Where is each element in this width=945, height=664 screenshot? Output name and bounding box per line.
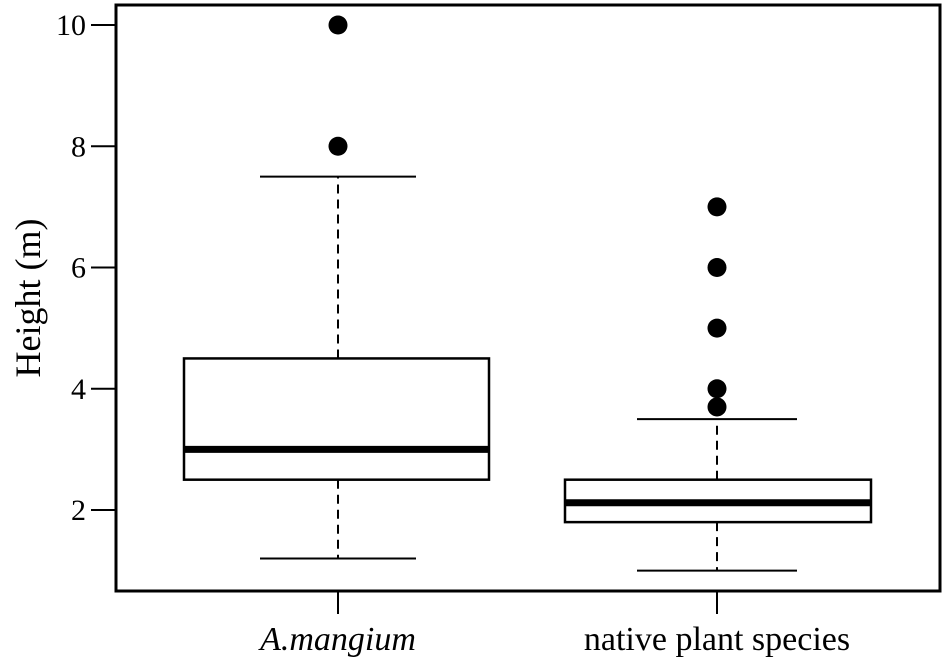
outlier-point bbox=[328, 15, 348, 35]
outlier-point bbox=[707, 318, 727, 338]
y-tick-label: 10 bbox=[56, 9, 86, 42]
y-tick-label: 6 bbox=[71, 252, 86, 285]
x-category-label: native plant species bbox=[584, 621, 850, 658]
outlier-point bbox=[707, 197, 727, 217]
outlier-point bbox=[707, 258, 727, 277]
boxes bbox=[182, 15, 873, 572]
x-category-label: A.mangium bbox=[258, 621, 416, 658]
y-tick-label: 8 bbox=[71, 130, 86, 163]
y-axis-label: Height (m) bbox=[8, 219, 48, 378]
y-tick-label: 2 bbox=[71, 494, 86, 527]
box-a-mangium bbox=[182, 15, 491, 560]
box-native-plant-species bbox=[563, 197, 873, 572]
outlier-point bbox=[707, 379, 727, 399]
outlier-point bbox=[707, 397, 727, 417]
iqr-box bbox=[182, 357, 491, 481]
y-tick-label: 4 bbox=[71, 373, 86, 406]
y-axis: 2 4 6 8 10 bbox=[56, 9, 116, 527]
outlier-point bbox=[328, 136, 348, 156]
x-axis: A.mangium native plant species bbox=[258, 591, 850, 658]
